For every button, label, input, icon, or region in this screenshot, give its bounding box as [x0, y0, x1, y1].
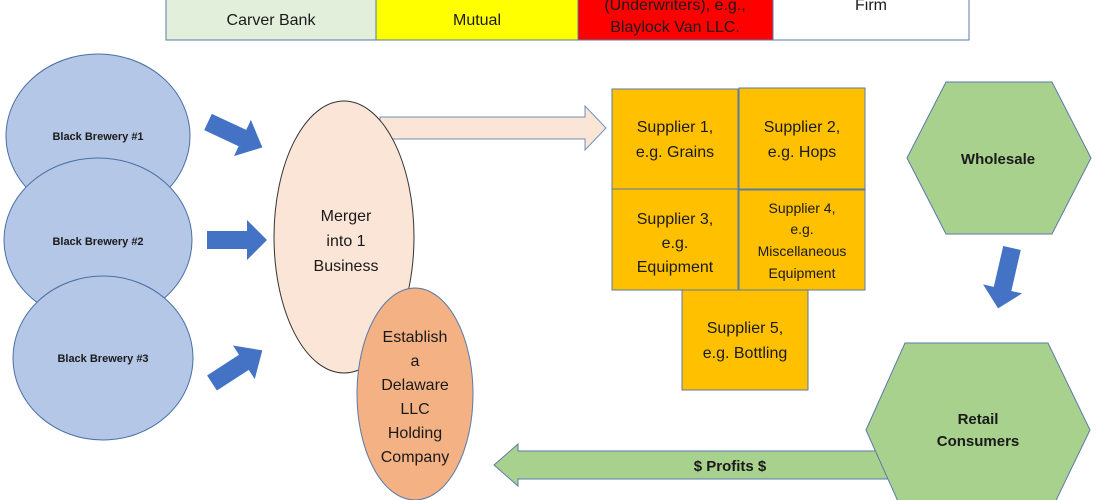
table-cell-firm — [772, 0, 970, 41]
supplier-5-line-1: Supplier 5, — [707, 320, 784, 337]
holding-line-2: a — [411, 353, 420, 370]
merger-line-3: Business — [314, 258, 379, 275]
brewery-1-label: Black Brewery #1 — [52, 131, 143, 143]
table-cell-underwriters-text: (Underwriters), e.g., — [604, 0, 745, 14]
holding-line-4: LLC — [400, 401, 429, 418]
arrow-brewery2-to-merger-icon — [207, 220, 267, 260]
breweries: Black Brewery #1 Black Brewery #2 Black … — [3, 53, 194, 441]
merger-line-1: Merger — [321, 208, 372, 225]
top-table: e.g., Carver Bank Carver Bank Mutual (Un… — [165, 0, 970, 41]
supplier-4-line-2: e.g. — [790, 221, 813, 237]
table-cell-mutual-text: Mutual — [453, 12, 501, 29]
supplier-4-line-3: Miscellaneous — [758, 243, 847, 259]
table-cell-underwriters — [577, 0, 774, 41]
brewery-2-label: Black Brewery #2 — [52, 236, 143, 248]
retail-line-1: Retail — [958, 411, 999, 428]
holding-company-ellipse — [356, 287, 474, 500]
supplier-5-line-2: e.g. Bottling — [703, 345, 788, 362]
table-cell-firm-text: Firm — [855, 0, 887, 14]
wholesale-label: Wholesale — [961, 151, 1035, 168]
holding-line-3: Delaware — [381, 377, 449, 394]
arrow-wholesale-to-retail-icon — [983, 245, 1023, 309]
merger-line-2: into 1 — [326, 233, 365, 250]
supplier-2-box — [738, 87, 866, 190]
supplier-3-line-2: e.g. — [662, 235, 689, 252]
holding-line-6: Company — [381, 449, 449, 466]
profits-arrow — [493, 442, 901, 488]
blue-arrows — [204, 113, 267, 391]
table-cell-carver-bank-text: Carver Bank — [227, 12, 317, 29]
merger-ellipse — [273, 100, 415, 374]
brewery-3-circle — [12, 275, 194, 441]
supplier-1-line-1: Supplier 1, — [637, 119, 714, 136]
table-cell-carver-bank — [165, 0, 377, 41]
supplier-1-line-2: e.g. Grains — [636, 144, 714, 161]
holding-line-1: Establish — [383, 329, 448, 346]
brewery-3-label: Black Brewery #3 — [57, 353, 148, 365]
supplier-3-line-3: Equipment — [637, 259, 714, 276]
arrow-brewery3-to-merger-icon — [207, 345, 263, 391]
arrow-brewery1-to-merger-icon — [204, 113, 263, 157]
supplier-3-line-1: Supplier 3, — [637, 211, 714, 228]
suppliers: Supplier 1, e.g. Grains Supplier 2, e.g.… — [611, 87, 866, 391]
retail-line-2: Consumers — [937, 433, 1020, 450]
retail-consumers-hexagon — [865, 342, 1091, 500]
holding-line-5: Holding — [388, 425, 442, 442]
table-cell-blaylock-text: Blaylock Van LLC. — [610, 19, 740, 36]
supplier-1-box — [611, 88, 739, 190]
supplier-3-box — [611, 188, 739, 291]
wholesale-hexagon — [906, 81, 1092, 235]
supplier-4-line-4: Equipment — [769, 265, 836, 281]
supplier-5-box — [681, 289, 809, 391]
supplier-2-line-1: Supplier 2, — [764, 119, 841, 136]
profits-label: $ Profits $ — [694, 458, 767, 475]
arrow-merger-to-suppliers-icon — [379, 104, 607, 152]
table-cell-mutual — [375, 0, 579, 41]
supplier-2-line-2: e.g. Hops — [768, 144, 836, 161]
supplier-4-line-1: Supplier 4, — [769, 200, 836, 216]
